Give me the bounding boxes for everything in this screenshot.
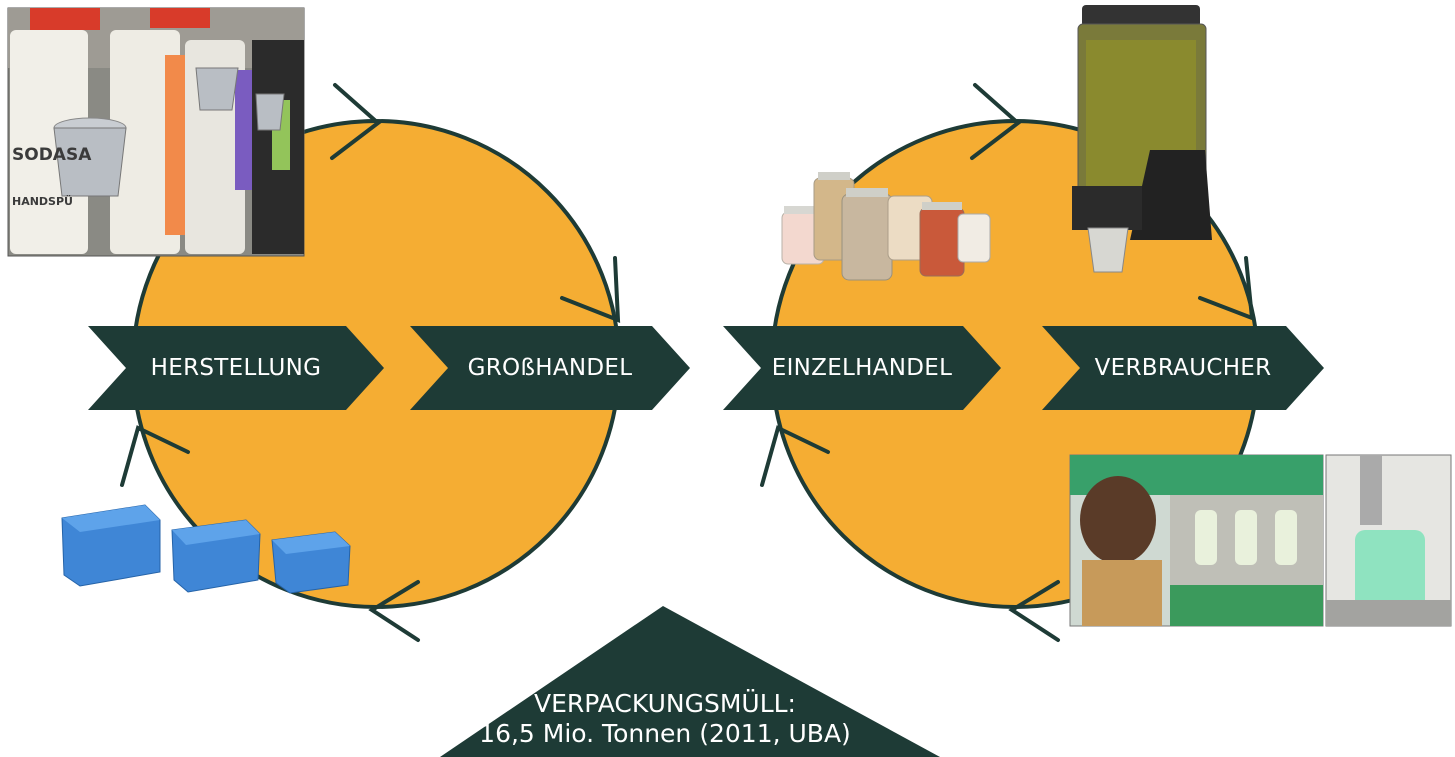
photo-canister-brand-text: SODASA (12, 145, 92, 165)
waste-label-line2: 16,5 Mio. Tonnen (2011, UBA) (479, 719, 851, 748)
waste-label-line1: VERPACKUNGSMÜLL: (534, 689, 796, 718)
stage-label-verbraucher: VERBRAUCHER (1094, 355, 1272, 381)
stage-label-einzelhandel: EINZELHANDEL (771, 355, 953, 381)
photo-bulk-dispenser (1072, 5, 1212, 273)
waste-triangle (440, 606, 940, 757)
chevron-einzelhandel (723, 326, 1001, 410)
left-cycle-arrows (120, 83, 621, 642)
right-cycle-arrows (760, 83, 1255, 642)
chevron-grosshandel (410, 326, 690, 410)
photo-refill-canisters: SODASA HANDSPÜ (7, 7, 305, 257)
photo-refill-station (1069, 454, 1452, 627)
photo-glass-jars (781, 172, 991, 281)
photo-canister-sub-text: HANDSPÜ (12, 194, 73, 208)
chevron-herstellung (88, 326, 384, 410)
photo-reusable-crates (61, 504, 351, 594)
chevron-verbraucher (1042, 326, 1324, 410)
stage-label-grosshandel: GROßHANDEL (467, 355, 633, 381)
stage-label-herstellung: HERSTELLUNG (150, 355, 322, 381)
